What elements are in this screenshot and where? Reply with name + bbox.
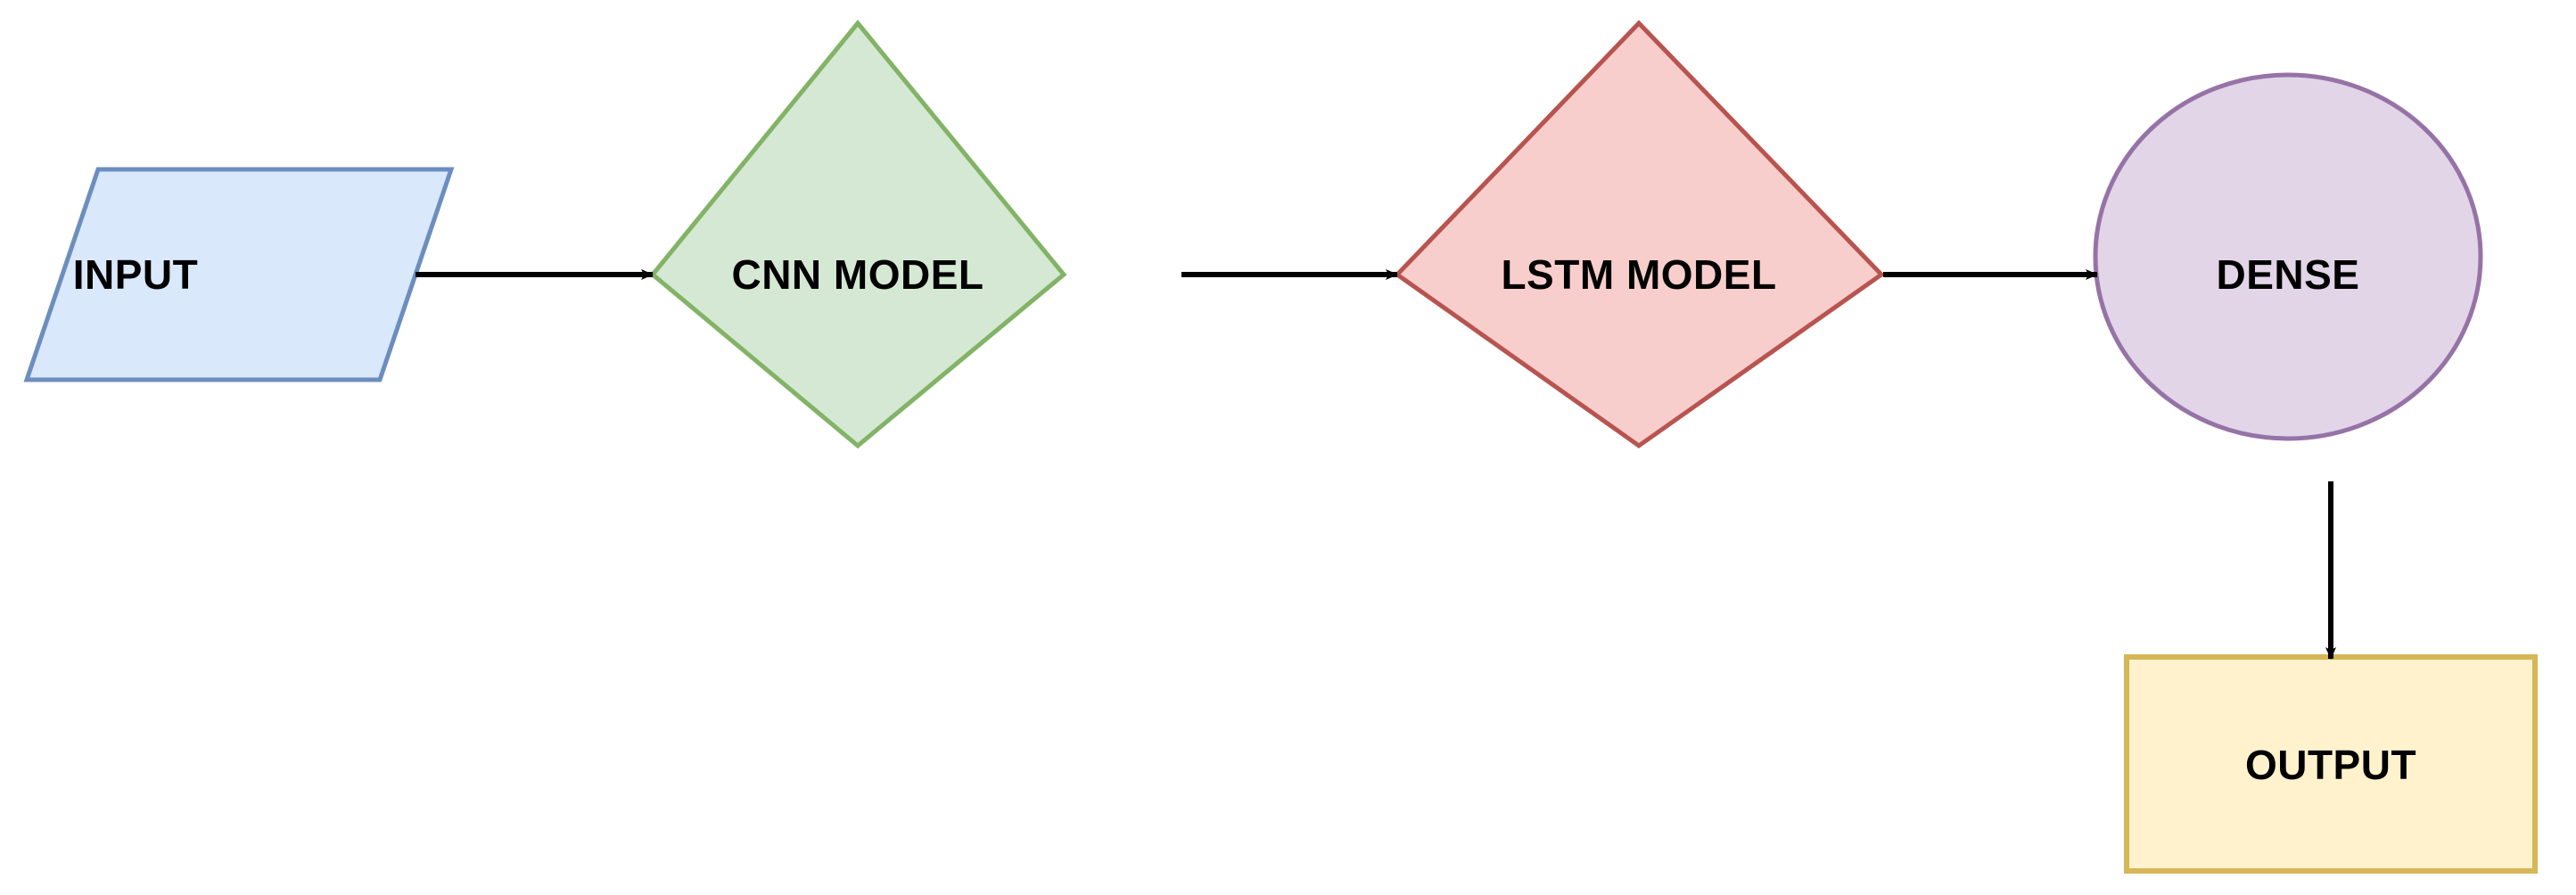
node-input-shape[interactable] xyxy=(23,167,455,382)
node-dense-shape[interactable] xyxy=(2093,72,2483,441)
node-lstm-model-shape[interactable] xyxy=(1394,20,1885,449)
node-cnn-model-shape[interactable] xyxy=(649,20,1067,449)
node-output-shape[interactable] xyxy=(2124,654,2538,874)
